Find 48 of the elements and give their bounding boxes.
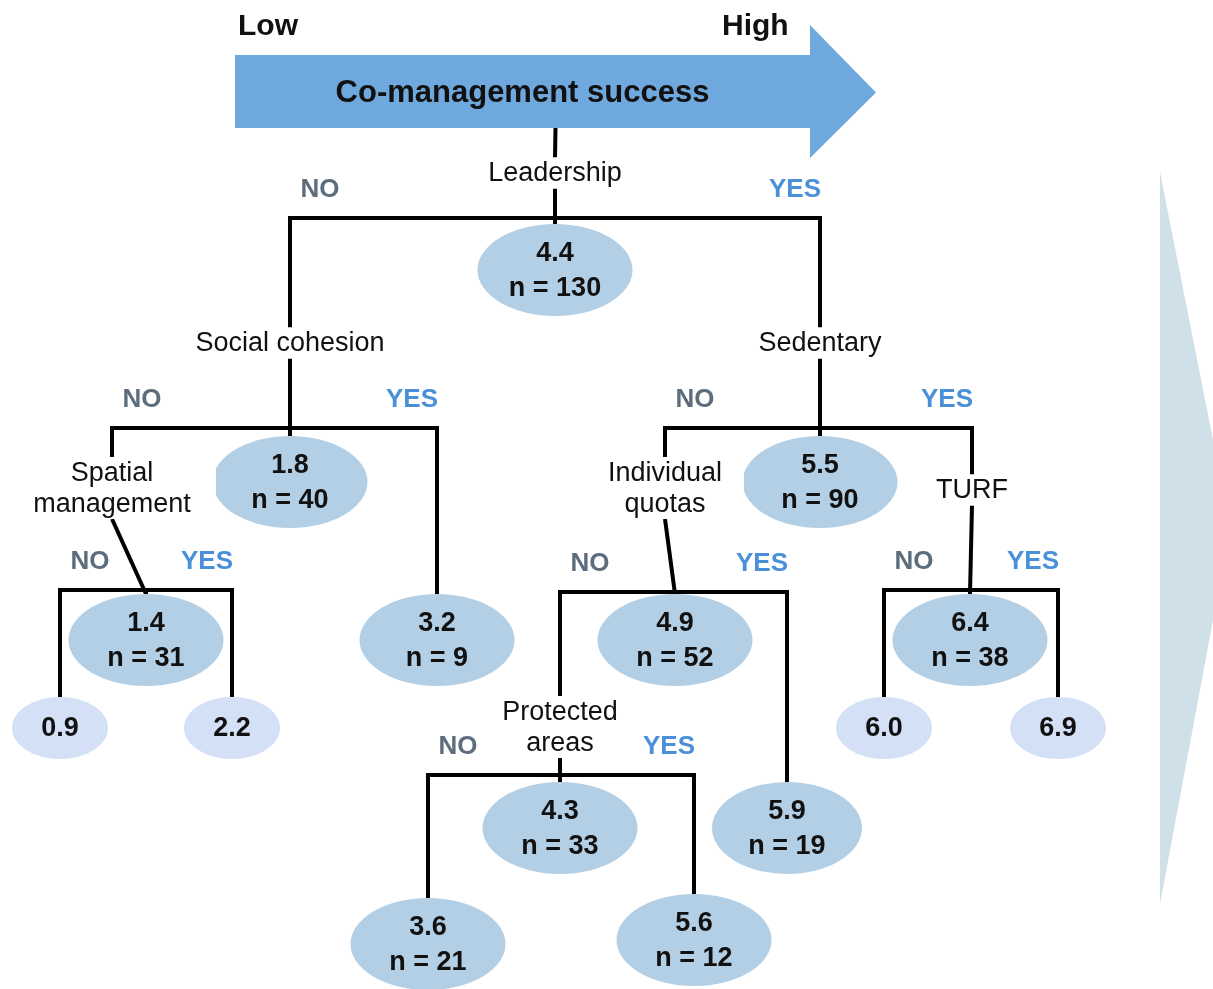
edge-label: NO (570, 546, 610, 578)
edge-label: NO (675, 382, 715, 414)
scale-label: High (722, 8, 789, 42)
tree-branch (553, 127, 558, 158)
tree-branch (558, 773, 696, 894)
edge-label: YES (386, 382, 438, 414)
edge-label: YES (1007, 544, 1059, 576)
node-value: 2.2 (213, 711, 251, 745)
node-value: 4.9 (656, 605, 694, 639)
edge-label: NO (438, 729, 478, 761)
sample-size: n = 40 (251, 483, 329, 516)
node-value: 4.3 (541, 793, 579, 827)
sample-size: n = 33 (521, 829, 599, 862)
sample-size: n = 31 (107, 641, 185, 674)
edge-label: YES (736, 546, 788, 578)
edge-label: YES (921, 382, 973, 414)
node-value: 4.4 (536, 235, 574, 269)
node-value: 0.9 (41, 711, 79, 745)
node-value: 1.8 (271, 447, 309, 481)
sample-size: n = 90 (781, 483, 859, 516)
node-value: 6.4 (951, 605, 989, 639)
tree-branch (288, 426, 439, 594)
sample-size: n = 52 (636, 641, 714, 674)
node-value: 3.6 (409, 909, 447, 943)
sample-size: n = 9 (405, 641, 469, 674)
edge-label: YES (181, 544, 233, 576)
node-value: 6.0 (865, 711, 903, 745)
tree-branch (968, 588, 1060, 697)
node-value: 5.6 (675, 905, 713, 939)
sample-size: n = 21 (389, 945, 467, 978)
edge-label: NO (894, 544, 934, 576)
edge-label: NO (70, 544, 110, 576)
sample-size: n = 19 (748, 829, 826, 862)
edge-label: YES (769, 172, 821, 204)
banner-title: Co-management success (334, 72, 711, 111)
node-value: 1.4 (127, 605, 165, 639)
edge-label: NO (122, 382, 162, 414)
sample-size: n = 12 (655, 941, 733, 974)
sample-size: n = 38 (931, 641, 1009, 674)
edge-label: YES (643, 729, 695, 761)
scale-label: Low (238, 8, 298, 42)
node-value: 5.9 (768, 793, 806, 827)
node-value: 5.5 (801, 447, 839, 481)
edge-label: NO (300, 172, 340, 204)
node-value: 6.9 (1039, 711, 1077, 745)
tree-branch (110, 518, 148, 595)
node-value: 3.2 (418, 605, 456, 639)
sample-size: n = 130 (508, 271, 602, 304)
